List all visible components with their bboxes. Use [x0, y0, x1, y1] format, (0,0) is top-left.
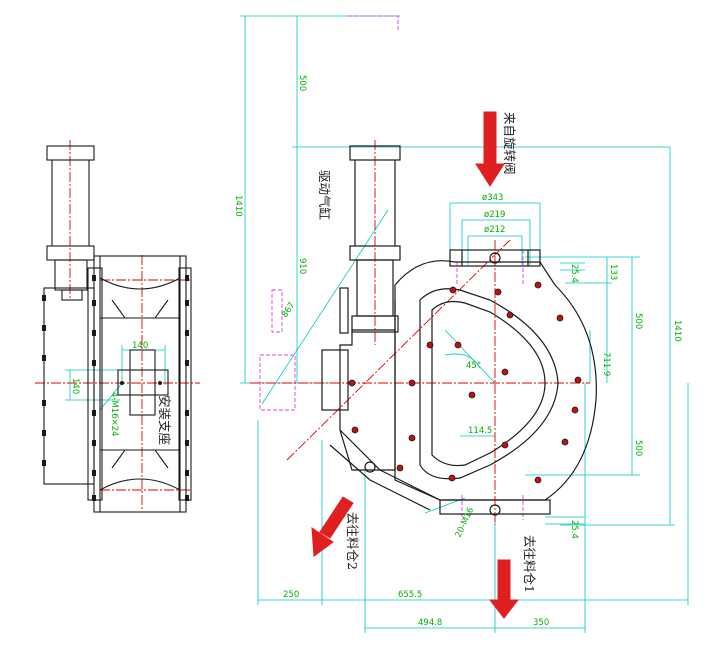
dim-494-8: 494.8	[418, 618, 442, 628]
dim-d343: ø343	[482, 193, 503, 203]
dim-910: 910	[297, 258, 307, 274]
dim-bolt-20m16: 20-M16	[454, 506, 477, 539]
label-install-bracket: 安装支座	[157, 395, 172, 445]
dim-133: 133	[608, 264, 618, 280]
dim-114-5: 114.5	[468, 426, 492, 436]
side-bolts	[42, 275, 189, 501]
dim-d212: ø212	[484, 225, 505, 235]
side-view	[42, 145, 192, 513]
label-from-rotary-valve: 来自旋转阀	[502, 112, 517, 175]
annotation-labels: 来自旋转阀 驱动气缸 安装支座 去往料仓1 去往料仓2	[157, 112, 537, 593]
dim-side-140-h: 140	[132, 341, 148, 351]
center-lines	[35, 140, 590, 525]
dim-bolt-4m16: 4-M16×24	[109, 392, 119, 437]
label-to-silo-2: 去往料仓2	[345, 512, 360, 570]
label-drive-cylinder: 驱动气缸	[317, 170, 332, 220]
front-view	[321, 145, 597, 516]
dim-overall-height: 1410	[233, 195, 243, 217]
dim-d219: ø219	[484, 210, 505, 220]
flow-arrows	[311, 111, 520, 619]
dim-angle-45: 45°	[466, 361, 481, 371]
dim-side-140-v: 140	[70, 378, 80, 394]
dim-top-offset: 500	[297, 75, 307, 91]
dim-350: 350	[533, 618, 549, 628]
dim-right-1410: 1410	[672, 320, 682, 342]
dim-655-5: 655.5	[398, 590, 422, 600]
arrow-from-rotary-valve	[475, 111, 505, 187]
dim-upper-500: 500	[633, 313, 643, 329]
arrow-to-silo-1	[488, 559, 520, 619]
dimension-lines	[65, 15, 689, 633]
dim-25-4-bottom: 25.4	[569, 520, 579, 539]
dim-867: 867	[280, 301, 297, 320]
dim-711-9: 711.9	[601, 352, 611, 376]
front-bolts	[348, 281, 582, 484]
dimension-values: 1410 500 910 1410 500 500 133 25.4 25.4 …	[70, 75, 682, 628]
label-to-silo-1: 去往料仓1	[522, 535, 537, 593]
dim-250: 250	[283, 590, 299, 600]
arrow-to-silo-2	[311, 496, 354, 557]
dim-lower-500: 500	[633, 440, 643, 456]
dim-25-4-top: 25.4	[569, 264, 579, 283]
